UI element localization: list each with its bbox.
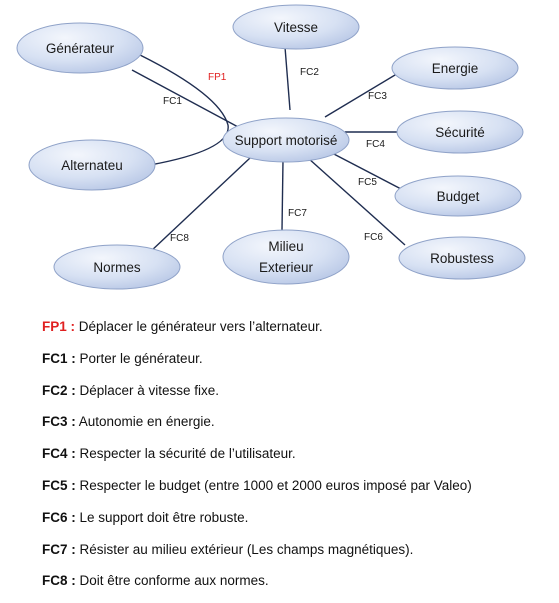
fc1-line xyxy=(131,69,241,129)
edge-label-fc1: FC1 xyxy=(163,96,182,107)
edge-label-fc4: FC4 xyxy=(366,139,385,150)
node-securite-label: Sécurité xyxy=(435,125,485,140)
legend-text: Déplacer à vitesse fixe. xyxy=(75,382,220,398)
edge-label-fp1: FP1 xyxy=(208,72,227,83)
fc6-line xyxy=(307,157,406,246)
legend-row-fc4: FC4 : Respecter la sécurité de l’utilisa… xyxy=(42,444,552,476)
edge-label-fc5: FC5 xyxy=(358,177,377,188)
legend-row-fc5: FC5 : Respecter le budget (entre 1000 et… xyxy=(42,476,552,508)
edge-label-fc8: FC8 xyxy=(170,233,189,244)
function-legend: FP1 : Déplacer le générateur vers l’alte… xyxy=(42,317,552,603)
legend-row-fc3: FC3 : Autonomie en énergie. xyxy=(42,412,552,444)
legend-code: FC3 : xyxy=(42,414,76,430)
node-budget-label: Budget xyxy=(437,189,480,204)
edge-label-fc6: FC6 xyxy=(364,232,383,243)
node-robustesse-label: Robustess xyxy=(430,251,494,266)
node-generateur xyxy=(16,22,144,74)
node-alternateur-label: Alternateu xyxy=(61,158,123,173)
legend-row-fc1: FC1 : Porter le générateur. xyxy=(42,349,552,381)
legend-row-fp1: FP1 : Déplacer le générateur vers l’alte… xyxy=(42,317,552,349)
legend-row-fc2: FC2 : Déplacer à vitesse fixe. xyxy=(42,381,552,413)
edge-label-fc7: FC7 xyxy=(288,208,307,219)
legend-code: FC6 : xyxy=(42,509,76,525)
edge-label-fc3: FC3 xyxy=(368,91,387,102)
node-milieu-label-1: Milieu xyxy=(268,239,303,254)
fc3-line xyxy=(324,71,401,118)
node-energie-label: Energie xyxy=(432,61,479,76)
node-generateur-label: Générateur xyxy=(46,41,115,56)
node-vitesse xyxy=(232,4,360,50)
legend-text: Respecter le budget (entre 1000 et 2000 … xyxy=(75,477,472,493)
node-alternateur xyxy=(28,139,156,191)
fc5-line xyxy=(329,151,404,191)
legend-code: FC8 : xyxy=(42,573,76,589)
node-normes-label: Normes xyxy=(93,260,141,275)
function-diagram: Générateur Alternateu Vitesse Energie Sé… xyxy=(16,4,526,290)
fc2-line xyxy=(284,46,291,111)
node-securite xyxy=(396,110,524,154)
edge-label-fc2: FC2 xyxy=(300,67,319,78)
fc8-line xyxy=(149,157,251,253)
legend-code: FC4 : xyxy=(42,446,76,462)
legend-row-fc8: FC8 : Doit être conforme aux normes. xyxy=(42,571,552,603)
node-energie xyxy=(391,46,519,90)
node-normes xyxy=(53,244,181,290)
fp1-curve xyxy=(139,54,229,166)
legend-code: FP1 : xyxy=(42,319,76,334)
node-center-label: Support motorisé xyxy=(235,133,338,148)
legend-code: FC7 : xyxy=(42,541,76,557)
legend-text: Le support doit être robuste. xyxy=(75,509,249,525)
node-robustesse xyxy=(398,236,526,280)
node-milieu-label-2: Exterieur xyxy=(259,260,314,275)
legend-text: Autonomie en énergie. xyxy=(75,414,215,430)
legend-code: FC2 : xyxy=(42,382,76,398)
legend-text: Respecter la sécurité de l’utilisateur. xyxy=(75,446,296,462)
node-budget xyxy=(394,175,522,217)
legend-text: Porter le générateur. xyxy=(75,350,203,366)
legend-code: FC5 : xyxy=(42,477,76,493)
legend-code: FC1 : xyxy=(42,350,76,366)
legend-text: Doit être conforme aux normes. xyxy=(75,573,269,589)
legend-row-fc6: FC6 : Le support doit être robuste. xyxy=(42,508,552,540)
node-vitesse-label: Vitesse xyxy=(274,20,318,35)
node-center xyxy=(222,117,350,163)
legend-row-fc7: FC7 : Résister au milieu extérieur (Les … xyxy=(42,540,552,572)
legend-text: Déplacer le générateur vers l’alternateu… xyxy=(75,319,323,334)
node-milieu xyxy=(222,229,350,285)
legend-text: Résister au milieu extérieur (Les champs… xyxy=(75,541,414,557)
fc7-line xyxy=(281,159,284,231)
